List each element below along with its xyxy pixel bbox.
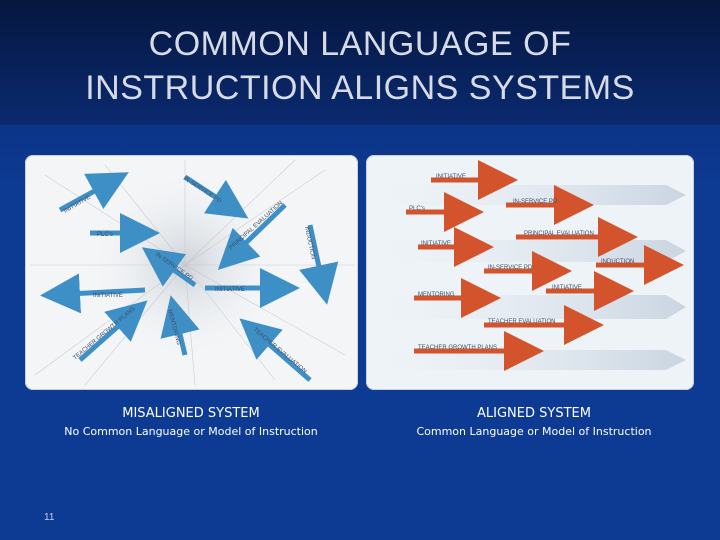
label-principal-evaluation-a: PRINCIPAL EVALUATION	[524, 231, 594, 237]
aligned-heading: ALIGNED SYSTEM	[477, 406, 591, 421]
arrow-mentoring	[160, 295, 200, 356]
label-initiative-c: INITIATIVE	[552, 285, 582, 291]
slide-title: COMMON LANGUAGE OF INSTRUCTION ALIGNS SY…	[0, 22, 720, 110]
label-plcs-a: PLC's	[409, 206, 425, 212]
label-plcs: PLC's	[97, 232, 113, 238]
label-teacher-growth-plans-a: TEACHER GROWTH PLANS	[418, 345, 497, 351]
arrow-teacher-growth-plans	[78, 300, 148, 362]
arrow-initiative-2	[40, 273, 146, 314]
arrow-in-service-pd-1	[183, 174, 249, 219]
label-initiative-2: INITIATIVE	[93, 293, 123, 299]
aligned-system-image: INITIATIVE IN-SERVICE PD PLC's PRINCIPAL…	[366, 155, 694, 390]
aligned-caption: ALIGNED SYSTEM Common Language or Model …	[369, 406, 699, 439]
arrow-principal-evaluation	[217, 203, 287, 270]
label-in-service-pd-a: IN-SERVICE PD	[513, 199, 558, 205]
label-initiative-a: INITIATIVE	[436, 174, 466, 180]
aligned-subheading: Common Language or Model of Instruction	[416, 425, 652, 438]
arrow-teacher-evaluation	[239, 318, 312, 382]
arrow-initiative-1	[58, 172, 129, 213]
label-initiative-3: INITIATIVE	[215, 287, 245, 293]
misaligned-subheading: No Common Language or Model of Instructi…	[64, 425, 318, 438]
misaligned-arrows-diagram: INITIATIVE IN-SERVICE PD PLC's PRINCIPAL…	[30, 159, 355, 386]
slide-number: 11	[44, 512, 55, 523]
title-band	[0, 0, 720, 125]
label-mentoring-a: MENTORING	[418, 292, 455, 298]
arrow-in-service-pd-2	[141, 247, 197, 288]
label-initiative-b: INITIATIVE	[421, 241, 451, 247]
aligned-arrows-diagram: INITIATIVE IN-SERVICE PD PLC's PRINCIPAL…	[386, 160, 686, 371]
misaligned-system-image: INITIATIVE IN-SERVICE PD PLC's PRINCIPAL…	[25, 155, 358, 390]
label-induction-a: INDUCTION	[601, 259, 634, 265]
label-in-service-pd-b: IN-SERVICE PD	[488, 265, 533, 271]
slide-title-line-2: INSTRUCTION ALIGNS SYSTEMS	[85, 69, 635, 107]
label-teacher-evaluation: TEACHER EVALUATION	[252, 327, 308, 375]
misaligned-caption: MISALIGNED SYSTEM No Common Language or …	[26, 406, 356, 439]
slide-title-line-1: COMMON LANGUAGE OF	[148, 25, 572, 63]
misaligned-heading: MISALIGNED SYSTEM	[122, 406, 260, 421]
label-teacher-evaluation-a: TEACHER EVALUATION	[488, 319, 555, 325]
arrow-induction	[299, 224, 339, 305]
